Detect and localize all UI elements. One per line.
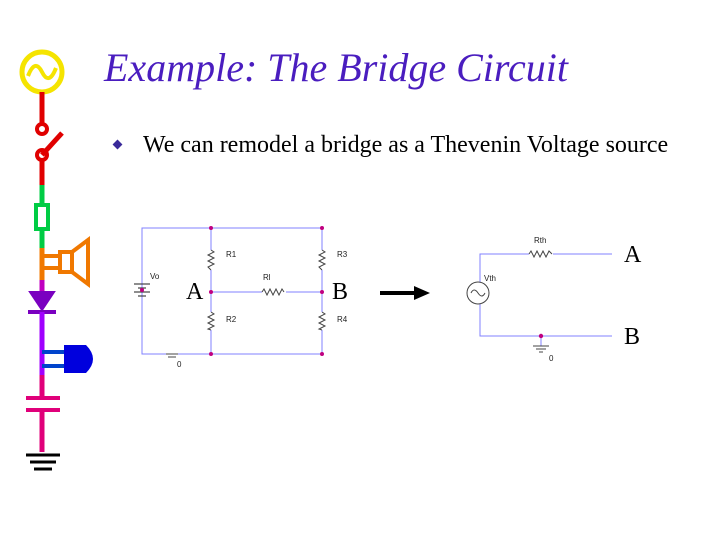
- label-vth: Vth: [484, 274, 497, 283]
- lamp-icon: [39, 340, 93, 375]
- bullet-text: We can remodel a bridge as a Thevenin Vo…: [143, 132, 669, 158]
- ac-source-symbol: [466, 281, 490, 305]
- label-r3: R3: [337, 250, 348, 259]
- ground-symbol: [533, 345, 549, 353]
- ground-symbol: [166, 353, 178, 358]
- node-a-label: A: [186, 279, 204, 305]
- label-thevenin-ground: 0: [549, 354, 554, 363]
- component-strip: [19, 49, 93, 471]
- bullet-item: We can remodel a bridge as a Thevenin Vo…: [110, 132, 720, 159]
- junction-node: [209, 290, 213, 294]
- resistor-rl-symbol: [261, 287, 285, 297]
- resistor-r2-symbol: [206, 311, 216, 331]
- junction-node: [140, 288, 144, 292]
- ground-icon: [26, 453, 60, 471]
- fuse-icon: [34, 185, 50, 248]
- label-rth: Rth: [534, 236, 547, 245]
- junction-node: [209, 352, 213, 356]
- label-r1: R1: [226, 250, 237, 259]
- junction-node: [320, 290, 324, 294]
- junction-node: [320, 226, 324, 230]
- terminal-b-label: B: [624, 324, 641, 350]
- resistor-r1-symbol: [206, 249, 216, 271]
- capacitor-icon: [26, 375, 60, 452]
- junction-node: [538, 333, 544, 339]
- label-ground: 0: [177, 360, 182, 369]
- resistor-r4-symbol: [317, 311, 327, 331]
- speaker-icon: [39, 236, 90, 288]
- label-r4: R4: [337, 315, 348, 324]
- terminal-a-label: A: [624, 242, 642, 268]
- junction-node: [209, 226, 213, 230]
- node-b-label: B: [332, 279, 349, 305]
- label-source: Vo: [150, 272, 160, 281]
- resistor-rth-symbol: [528, 249, 553, 259]
- page-title: Example: The Bridge Circuit: [104, 45, 568, 90]
- resistor-r3-symbol: [317, 249, 327, 271]
- junction-node: [320, 352, 324, 356]
- label-r2: R2: [226, 315, 237, 324]
- label-rl: Rl: [263, 273, 271, 282]
